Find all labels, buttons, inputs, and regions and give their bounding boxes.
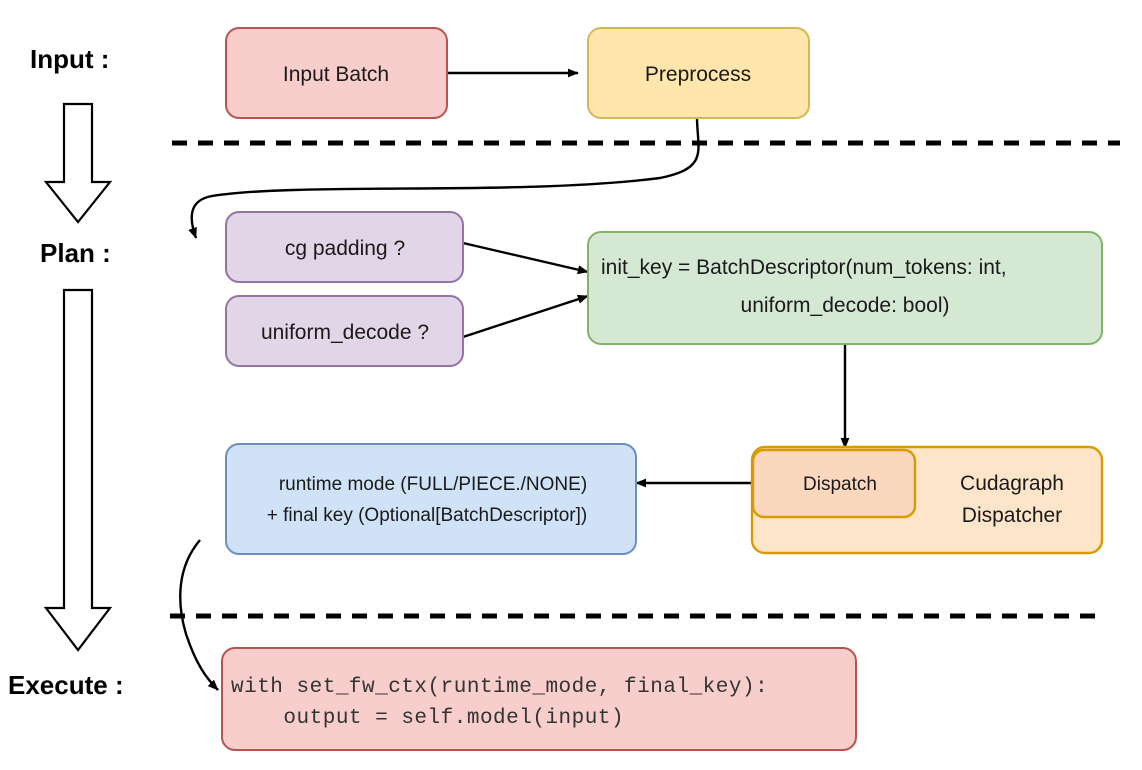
edge-uniform-decode-to-init-key bbox=[462, 294, 589, 339]
stage-label-execute: Execute : bbox=[8, 670, 124, 700]
cudagraph-dispatcher-line2: Dispatcher bbox=[962, 504, 1062, 527]
node-init-key[interactable]: init_key = BatchDescriptor(num_tokens: i… bbox=[587, 231, 1103, 345]
dispatch-box[interactable] bbox=[751, 448, 917, 519]
init-key-line2: uniform_decode: bool) bbox=[741, 294, 950, 317]
node-cg-padding[interactable]: cg padding ? bbox=[225, 211, 464, 283]
node-preprocess[interactable]: Preprocess bbox=[587, 27, 810, 119]
execute-code-line2: output = self.model(input) bbox=[231, 707, 624, 730]
input-batch-box[interactable] bbox=[225, 27, 448, 119]
cg-padding-label: cg padding ? bbox=[285, 237, 405, 260]
uniform-decode-box[interactable] bbox=[225, 295, 464, 367]
preprocess-label: Preprocess bbox=[645, 63, 751, 86]
plan-to-execute-arrow bbox=[43, 288, 113, 652]
stage-label-plan: Plan : bbox=[40, 238, 111, 268]
stage-label-input: Input : bbox=[30, 44, 109, 74]
dispatch-label: Dispatch bbox=[803, 474, 877, 495]
node-uniform-decode[interactable]: uniform_decode ? bbox=[225, 295, 464, 367]
cg-padding-box[interactable] bbox=[225, 211, 464, 283]
runtime-mode-line2: + final key (Optional[BatchDescriptor]) bbox=[267, 505, 588, 526]
edge-runtime-mode-to-execute bbox=[179, 539, 219, 691]
node-input-batch[interactable]: Input Batch bbox=[225, 27, 448, 119]
input-to-plan-arrow bbox=[43, 102, 113, 224]
node-execute-code[interactable]: with set_fw_ctx(runtime_mode, final_key)… bbox=[221, 647, 857, 751]
uniform-decode-label: uniform_decode ? bbox=[261, 321, 429, 344]
edge-preprocess-to-cg-padding bbox=[188, 116, 700, 239]
runtime-mode-box[interactable] bbox=[225, 443, 637, 555]
execute-code-box[interactable] bbox=[221, 647, 857, 751]
execute-code-line1: with set_fw_ctx(runtime_mode, final_key)… bbox=[231, 676, 768, 699]
runtime-mode-line1: runtime mode (FULL/PIECE./NONE) bbox=[279, 474, 587, 495]
node-runtime-mode[interactable]: runtime mode (FULL/PIECE./NONE) + final … bbox=[225, 443, 637, 555]
init-key-line1: init_key = BatchDescriptor(num_tokens: i… bbox=[601, 256, 1007, 279]
node-dispatch[interactable]: Dispatch bbox=[751, 448, 917, 519]
edge-cg-padding-to-init-key bbox=[462, 241, 589, 275]
init-key-box[interactable] bbox=[587, 231, 1103, 345]
preprocess-box[interactable] bbox=[587, 27, 810, 119]
input-batch-label: Input Batch bbox=[283, 63, 389, 86]
cudagraph-dispatcher-line1: Cudagraph bbox=[960, 472, 1064, 495]
